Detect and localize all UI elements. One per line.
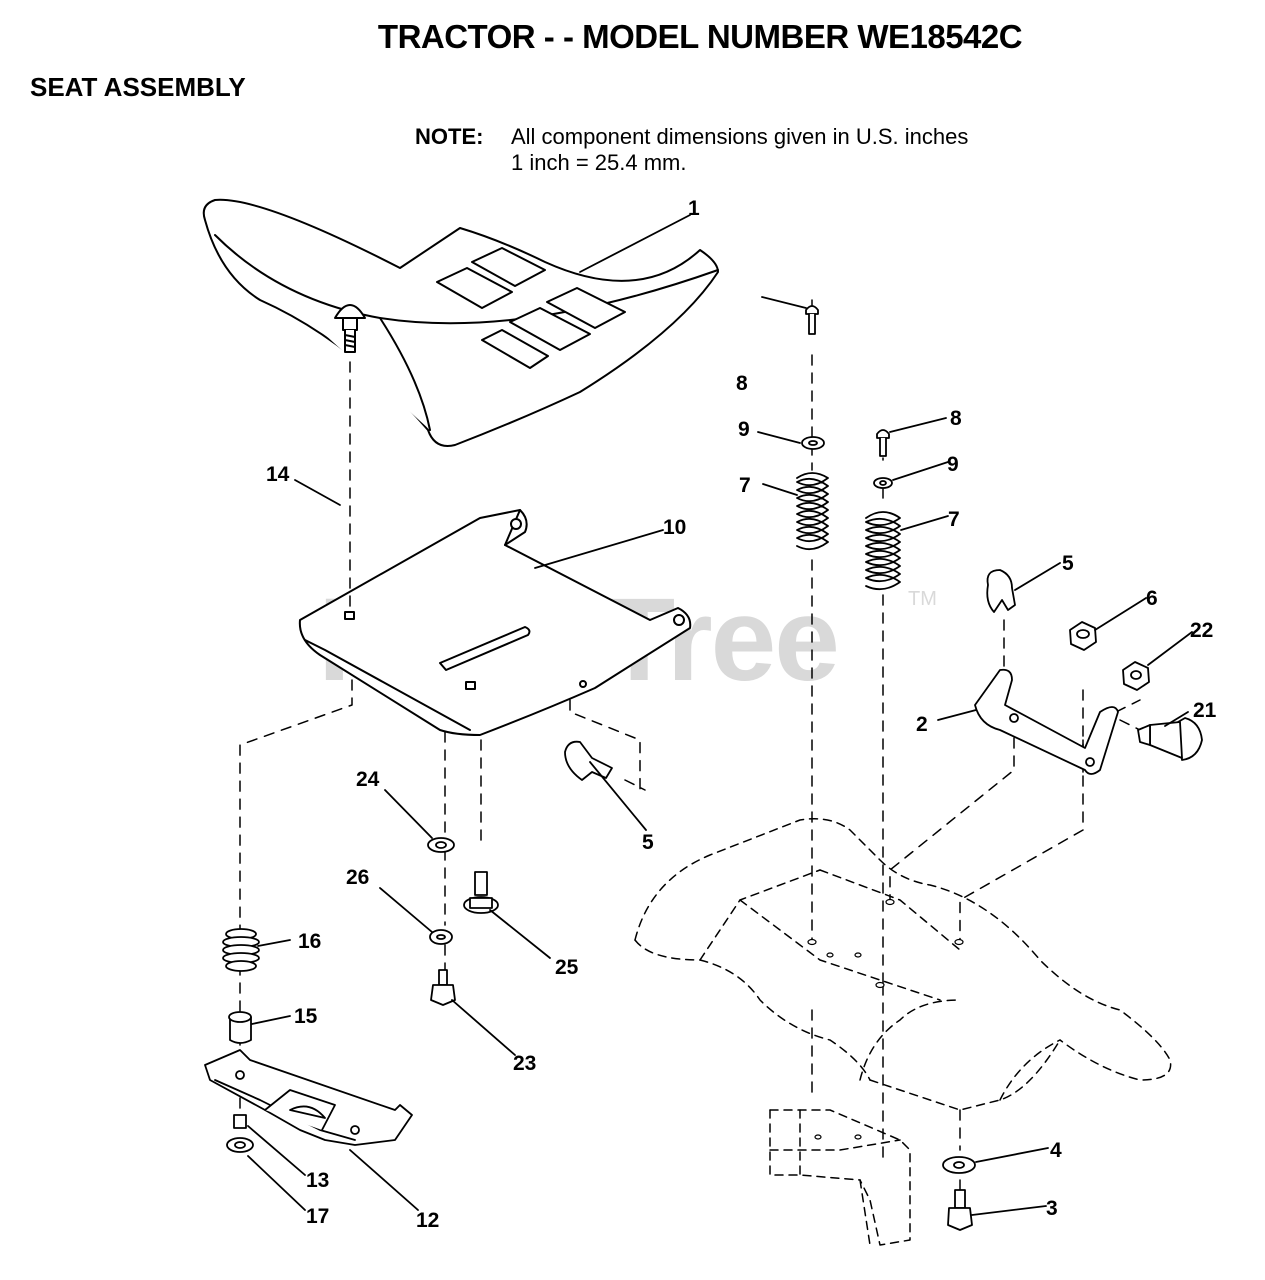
callout-17: 17 bbox=[306, 1205, 330, 1228]
callout-21: 21 bbox=[1193, 699, 1217, 722]
callout-3: 3 bbox=[1046, 1197, 1058, 1220]
note-line-2: 1 inch = 25.4 mm. bbox=[511, 150, 687, 175]
callout-25: 25 bbox=[555, 956, 579, 979]
section-title: SEAT ASSEMBLY bbox=[30, 72, 246, 102]
seat-pan-part bbox=[298, 509, 692, 736]
callout-24: 24 bbox=[356, 768, 380, 791]
spring-bushing-part bbox=[222, 928, 260, 1044]
callout-4: 4 bbox=[1050, 1139, 1062, 1162]
tractor-frame-outline bbox=[634, 818, 1172, 1246]
shoulder-bolt-part bbox=[1137, 717, 1203, 761]
callout-12: 12 bbox=[416, 1209, 440, 1232]
page-title: TRACTOR - - MODEL NUMBER WE18542C bbox=[377, 18, 1023, 55]
seat-part bbox=[202, 198, 719, 447]
assembly-guide-lines bbox=[239, 299, 1141, 1196]
bracket-part bbox=[974, 668, 1119, 775]
callout-8-left: 8 bbox=[736, 372, 748, 395]
callout-1: 1 bbox=[688, 197, 700, 220]
spring-part bbox=[796, 472, 901, 591]
callout-15: 15 bbox=[294, 1005, 318, 1028]
nut-washer-part bbox=[226, 1114, 254, 1153]
clip-part bbox=[564, 569, 1016, 781]
note-label: NOTE: bbox=[415, 124, 484, 149]
callout-23: 23 bbox=[513, 1052, 537, 1075]
washer-part bbox=[427, 436, 976, 1174]
callout-2: 2 bbox=[916, 713, 928, 736]
callout-26: 26 bbox=[346, 866, 370, 889]
callout-7-right: 7 bbox=[948, 508, 960, 531]
callout-14: 14 bbox=[266, 463, 290, 486]
callout-10: 10 bbox=[663, 516, 687, 539]
callout-6: 6 bbox=[1146, 587, 1158, 610]
screw-part bbox=[805, 305, 890, 457]
carriage-bolt-part bbox=[334, 304, 366, 353]
note-line-1: All component dimensions given in U.S. i… bbox=[511, 124, 969, 149]
bolt-part bbox=[430, 871, 973, 1231]
watermark-trademark: TM bbox=[908, 588, 937, 610]
callout-leaders bbox=[247, 214, 1193, 1216]
callout-13: 13 bbox=[306, 1169, 330, 1192]
callout-7-left: 7 bbox=[739, 474, 751, 497]
callout-9-right: 9 bbox=[947, 453, 959, 476]
callout-16: 16 bbox=[298, 930, 322, 953]
callout-5-bottom: 5 bbox=[642, 831, 654, 854]
nut-part bbox=[1069, 621, 1150, 691]
frame-holes bbox=[807, 898, 964, 1140]
base-plate-part bbox=[204, 1049, 413, 1146]
callout-8-right: 8 bbox=[950, 407, 962, 430]
callout-22: 22 bbox=[1190, 619, 1214, 642]
callout-5-top: 5 bbox=[1062, 552, 1074, 575]
callout-9-left: 9 bbox=[738, 418, 750, 441]
